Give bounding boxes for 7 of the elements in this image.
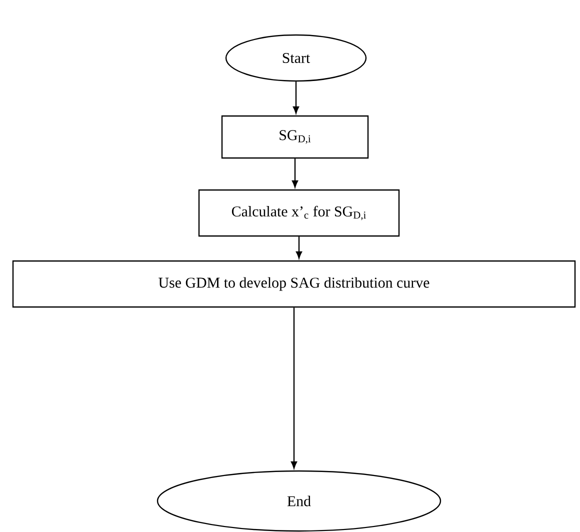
process-box: Use GDM to develop SAG distribution curve: [12, 260, 576, 308]
arrow: [292, 82, 300, 114]
arrow: [296, 236, 302, 259]
arrow: [290, 308, 298, 469]
process-box: Calculate x’$_{c}$ for SG$_{D,i}$: [198, 189, 400, 237]
arrow: [292, 158, 298, 188]
process-box: SG$_{D,i}$: [221, 115, 369, 159]
